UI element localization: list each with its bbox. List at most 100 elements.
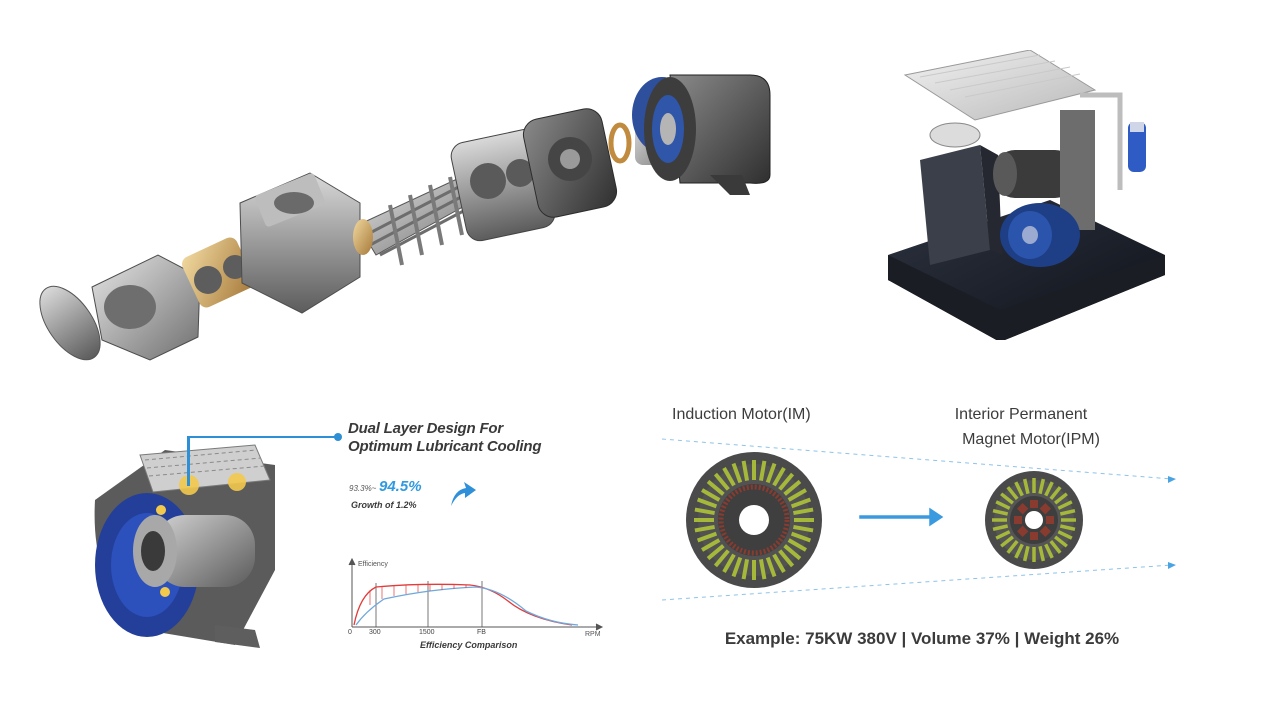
oil-filter xyxy=(1128,122,1146,172)
motor-comparison-diagram xyxy=(662,438,1176,601)
stator-tooth xyxy=(1054,535,1068,548)
feature-title-line2: Optimum Lubricant Cooling xyxy=(348,438,542,455)
x-tick-1500: 1500 xyxy=(419,629,435,636)
stator-tooth xyxy=(1057,530,1073,540)
efficiency-to: 94.5% xyxy=(379,478,422,495)
stator-tooth xyxy=(696,531,718,543)
stator-tooth xyxy=(694,507,715,516)
stator-tooth xyxy=(793,507,814,516)
stator-tooth xyxy=(752,460,756,480)
stator-tooth xyxy=(1014,543,1024,559)
ipm-curve xyxy=(353,583,573,626)
stator-tooth xyxy=(1059,524,1076,532)
stator-tooth xyxy=(1061,518,1076,522)
stator-tooth xyxy=(758,559,767,580)
stator-tooth xyxy=(1032,478,1036,493)
induction-motor-label: Induction Motor(IM) xyxy=(672,406,811,423)
stator-tooth xyxy=(731,556,743,578)
stator-tooth xyxy=(1006,540,1019,554)
stator-tooth xyxy=(787,538,807,552)
stator-tooth xyxy=(992,508,1009,516)
stator-tooth xyxy=(790,531,812,543)
callout-line-vertical xyxy=(187,436,190,486)
feature-title-line1: Dual Layer Design For xyxy=(348,420,504,437)
discharge-end-plate xyxy=(522,108,618,218)
stator-tooth xyxy=(783,544,802,561)
example-spec-text: Example: 75KW 380V | Volume 37% | Weight… xyxy=(724,629,1120,648)
stator-tooth xyxy=(1049,540,1062,554)
induction-motor-cross-section xyxy=(686,452,822,588)
ipm-motor-cross-section xyxy=(985,471,1083,569)
stator-tooth xyxy=(1038,545,1046,562)
rotor-magnet xyxy=(1046,516,1054,524)
stator-tooth xyxy=(995,500,1011,510)
y-axis-label: Efficiency xyxy=(358,561,388,568)
stator-tooth xyxy=(1022,478,1030,495)
stator-tooth xyxy=(787,488,807,502)
drive-motor xyxy=(632,74,771,195)
stator-tooth xyxy=(793,524,814,533)
perspective-lines xyxy=(662,438,1173,601)
stator-tooth xyxy=(1014,481,1024,497)
x-tick-300: 300 xyxy=(369,629,381,636)
stator-tooth xyxy=(1032,547,1036,562)
arrow-right-triangle-icon xyxy=(1168,562,1176,569)
stator-tooth xyxy=(772,553,786,573)
electrical-cabinet xyxy=(920,145,1002,265)
end-cover-plate xyxy=(39,285,101,361)
stator-tooth xyxy=(694,524,715,533)
exploded-compressor-illustration xyxy=(39,74,771,361)
inlet-housing xyxy=(91,254,201,361)
stator-tooth xyxy=(706,479,725,496)
stator-tooth xyxy=(1022,545,1030,562)
stator-tooth xyxy=(722,553,736,573)
stator-tooth xyxy=(731,462,743,484)
stator-tooth xyxy=(694,518,714,522)
stator-tooth xyxy=(783,479,802,496)
stator-tooth xyxy=(758,460,767,481)
stator-tooth xyxy=(701,538,721,552)
growth-arrow-icon xyxy=(451,482,476,506)
stator-tooth xyxy=(995,530,1011,540)
stator-tooth xyxy=(794,518,814,522)
airend-assembly xyxy=(993,92,1123,230)
efficiency-from: 93.3%~ xyxy=(349,484,377,493)
chart-title: Efficiency Comparison xyxy=(420,640,518,650)
stator-tooth xyxy=(1044,481,1054,497)
stator-tooth xyxy=(722,467,736,487)
oil-cooler xyxy=(903,50,1097,121)
x-axis-label: RPM xyxy=(585,631,601,638)
arrow-right-triangle-icon xyxy=(1168,476,1176,483)
motor-cutaway-illustration xyxy=(94,444,275,648)
stator-tooth xyxy=(1059,508,1076,516)
stator-tooth xyxy=(1000,535,1014,548)
stator-tooth xyxy=(778,549,795,568)
stator-tooth xyxy=(992,524,1009,532)
stator-tooth xyxy=(765,556,777,578)
stator-tooth xyxy=(713,549,730,568)
stator-tooth xyxy=(1038,478,1046,495)
rotor-magnet xyxy=(1030,532,1038,540)
stator-tooth xyxy=(992,518,1007,522)
stator-tooth xyxy=(741,460,750,481)
stator-tooth xyxy=(1054,492,1068,505)
stator-tooth xyxy=(696,497,718,509)
rotor-magnet xyxy=(1030,500,1038,508)
stator-tooth xyxy=(701,488,721,502)
chart-axes xyxy=(348,557,604,631)
transition-arrow-icon xyxy=(859,507,944,527)
difference-hatching xyxy=(369,585,467,605)
stator-tooth xyxy=(1000,492,1014,505)
pm-motor xyxy=(1000,203,1080,267)
cooling-fan xyxy=(929,122,981,148)
x-tick-0: 0 xyxy=(348,629,352,636)
x-tick-fb: FB xyxy=(477,629,486,636)
stator-tooth xyxy=(765,462,777,484)
callout-line-horizontal xyxy=(187,436,337,438)
stator-tooth xyxy=(713,472,730,491)
stator-tooth xyxy=(1044,543,1054,559)
callout-dot xyxy=(334,433,342,441)
ipm-motor-label-line2: Magnet Motor(IPM) xyxy=(962,431,1100,448)
bearing-cartridge xyxy=(182,237,255,308)
compressor-unit-illustration xyxy=(888,50,1165,340)
